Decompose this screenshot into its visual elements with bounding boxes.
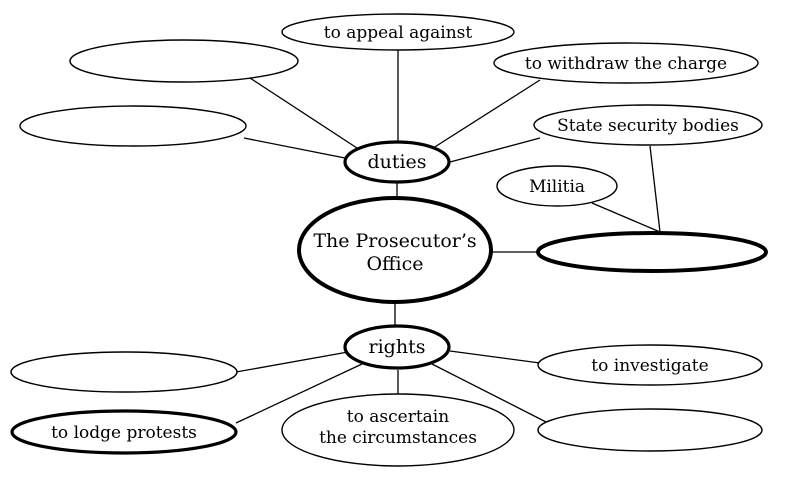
node-blank-duties-1 [69,39,299,83]
connector-rights-lodge [235,363,363,424]
hub-duties-label: duties [367,151,426,173]
center-node-label-line-2: Office [366,253,423,275]
connector-militia-blank-answer [591,202,661,233]
node-blank-rights-1 [10,351,238,393]
hub-rights: rights [343,324,451,370]
node-lodge-protests: to lodge protests [10,409,238,455]
node-appeal: to appeal against [281,13,515,51]
center-node-label-line-1: The Prosecutor’s [313,230,476,252]
node-state-security-label: State security bodies [557,116,739,136]
node-withdraw: to withdraw the charge [493,42,759,84]
hub-rights-label: rights [369,336,426,358]
node-ascertain-label-line-1: to ascertain [347,407,449,427]
hub-duties: duties [343,140,451,184]
node-state-security: State security bodies [533,104,763,146]
node-withdraw-label: to withdraw the charge [525,54,727,74]
node-blank-answer [536,231,768,273]
node-ascertain: to ascertain the circumstances [281,393,515,467]
node-militia-label: Militia [529,177,585,197]
connector-duties-blank-1 [249,77,361,151]
connector-rights-blank-2 [431,363,549,424]
center-node: The Prosecutor’s Office [297,196,493,304]
node-militia: Militia [496,165,618,207]
connector-rights-blank-1 [235,351,349,373]
node-appeal-label: to appeal against [324,23,473,43]
node-lodge-protests-label: to lodge protests [51,423,197,443]
connector-security-blank-answer [649,145,661,233]
node-blank-duties-2 [19,105,247,147]
node-ascertain-label-line-2: the circumstances [319,428,477,448]
connector-duties-blank-2 [243,137,346,159]
connector-duties-withdraw [429,79,541,151]
node-blank-rights-2 [537,408,763,452]
connector-rights-investigate [449,350,541,364]
connector-duties-state-security [449,137,541,163]
node-investigate: to investigate [537,344,763,386]
node-investigate-label: to investigate [591,356,708,376]
